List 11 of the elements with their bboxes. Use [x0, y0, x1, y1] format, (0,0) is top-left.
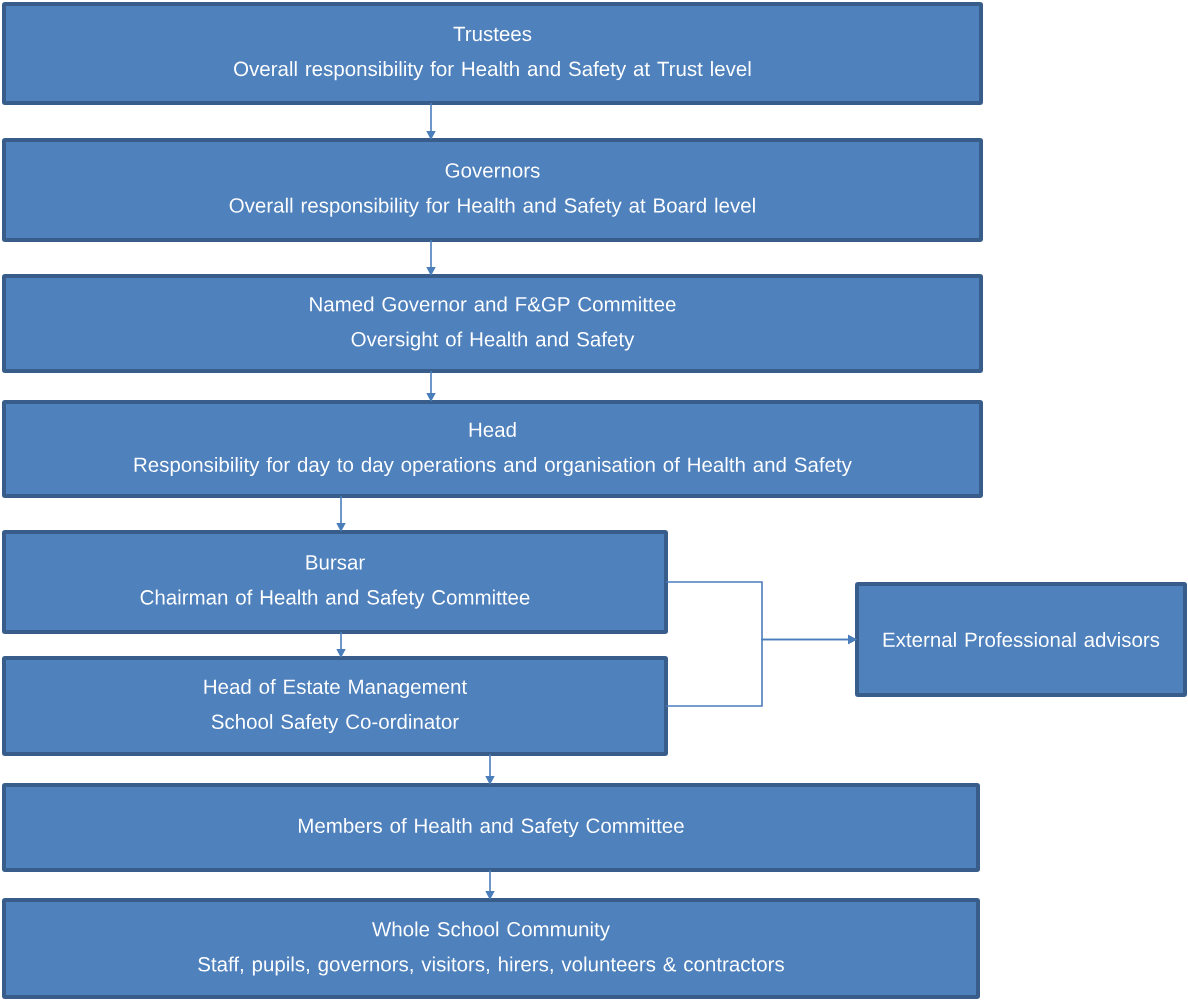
arrow [426, 370, 436, 402]
process-box: Head Responsibility for day to day operations and organisation of Health and Safety [2, 400, 983, 498]
process-box: External Professional advisors [855, 582, 1187, 697]
process-box: Head of Estate Management School Safety Co-ordinator [2, 656, 668, 756]
process-box: Whole School Community Staff, pupils, governors, visitors, hirers, volunteers & contractors [2, 898, 980, 999]
process-box: Trustees Overall responsibility for Health and Safety at Trust level [2, 2, 983, 105]
process-box: Governors Overall responsibility for Health and Safety at Board level [2, 138, 983, 242]
process-box: Named Governor and F&GP Committee Oversight of Health and Safety [2, 274, 983, 373]
process-box: Members of Health and Safety Committee [2, 783, 980, 872]
process-box: Bursar Chairman of Health and Safety Committee [2, 530, 668, 634]
arrow [426, 239, 436, 276]
